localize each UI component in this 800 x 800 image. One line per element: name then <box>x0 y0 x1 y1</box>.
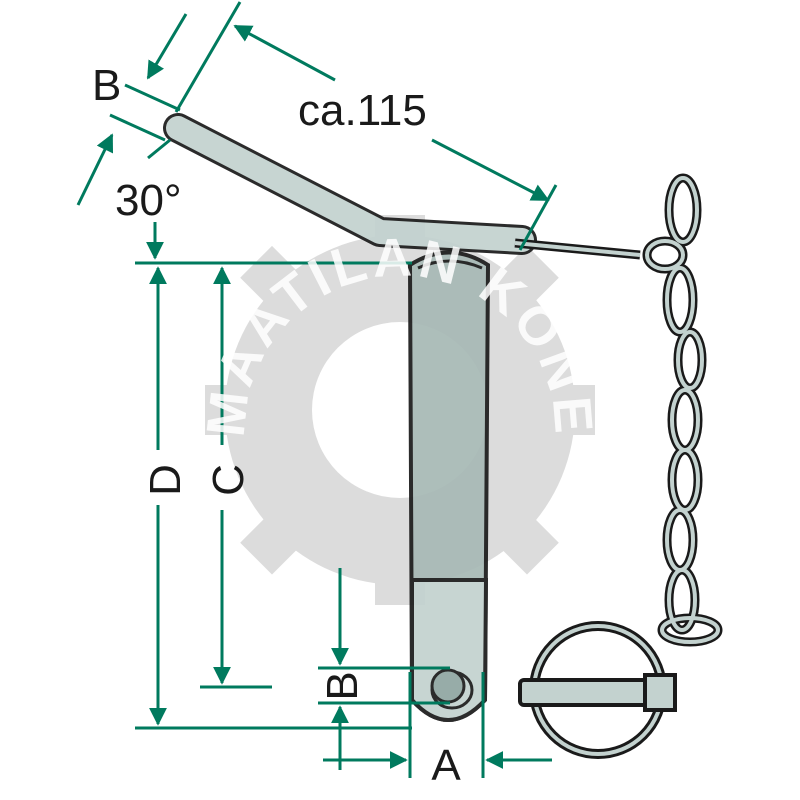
label-pin-diameter: A <box>431 741 461 790</box>
label-angle: 30° <box>115 176 182 225</box>
pin-handle <box>163 113 537 255</box>
label-handle-width: B <box>92 61 121 110</box>
label-usable-length: C <box>204 464 253 496</box>
chain <box>514 173 723 647</box>
label-handle-length: ca.115 <box>298 86 427 135</box>
pin-body <box>407 250 491 722</box>
label-total-length: D <box>141 464 190 496</box>
label-hole-diameter: B <box>318 671 367 700</box>
lynch-pin <box>518 621 677 759</box>
dimension-lines <box>76 1 558 778</box>
